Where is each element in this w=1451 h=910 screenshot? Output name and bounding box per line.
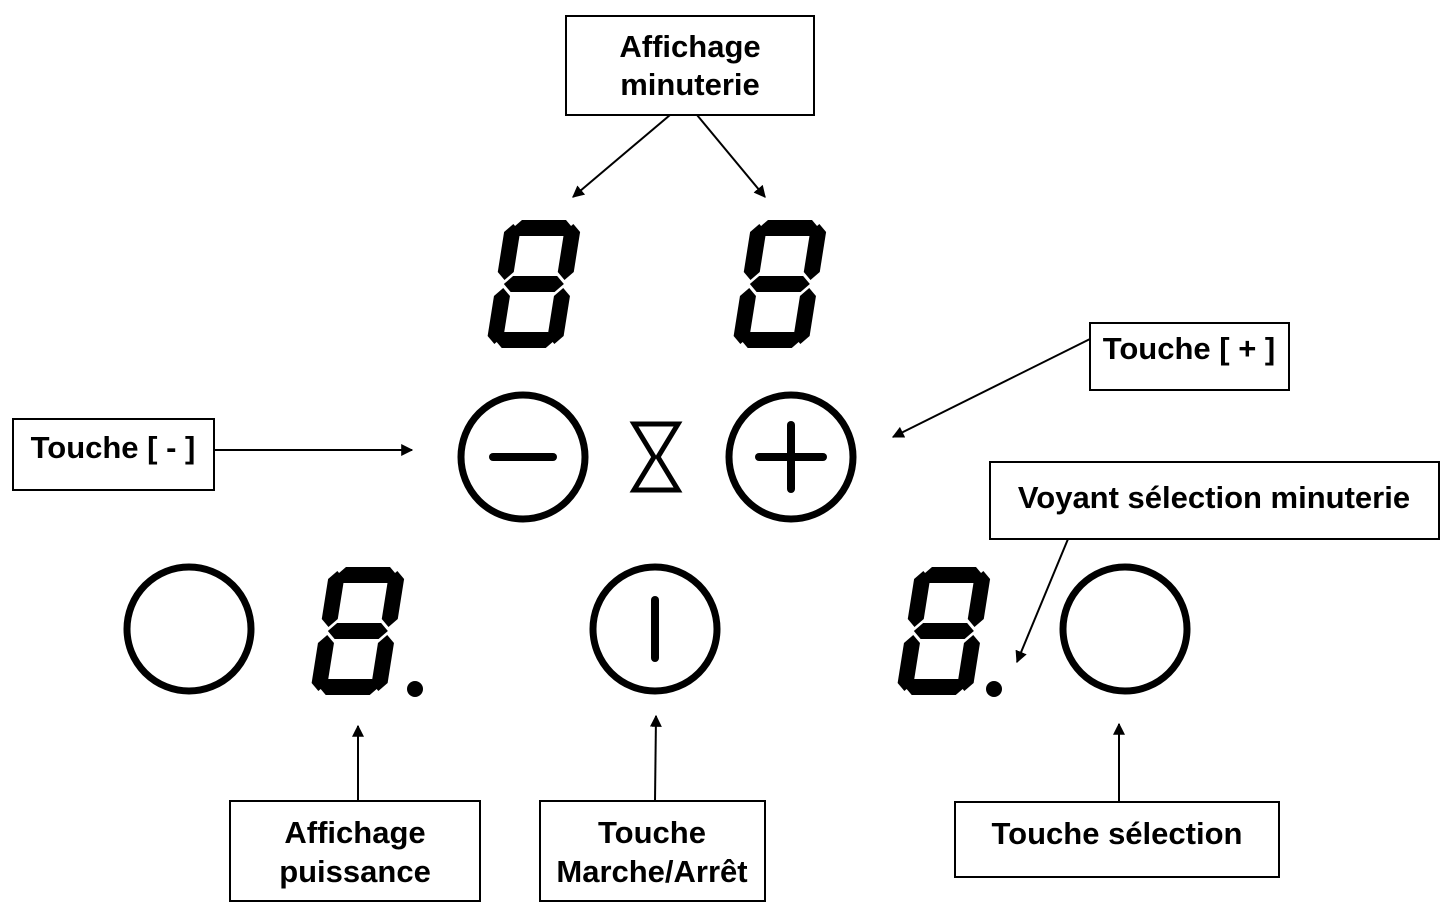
power-display-label: Affichage puissance: [229, 800, 481, 902]
right-zone-digit: [895, 567, 992, 695]
power-decimal-dot: [407, 681, 423, 697]
power-display-label-line2: puissance: [279, 854, 431, 889]
plus-button[interactable]: [725, 391, 857, 523]
arrow-on-off: [649, 714, 662, 802]
select-button[interactable]: [1059, 563, 1191, 695]
power-digit: [309, 567, 406, 695]
on-off-key-label-line1: Touche: [598, 815, 706, 850]
plus-key-label-text: Touche [ + ]: [1103, 331, 1276, 366]
plus-key-label: Touche [ + ]: [1089, 322, 1290, 391]
minus-key-label-text: Touche [ - ]: [31, 430, 196, 465]
plus-icon: [755, 421, 827, 493]
select-key-label-text: Touche sélection: [992, 816, 1243, 851]
timer-display-label: Affichage minuterie: [565, 15, 815, 116]
left-zone-key[interactable]: [123, 563, 255, 695]
timer-display-label-line1: Affichage: [619, 29, 760, 64]
on-off-key-label: Touche Marche/Arrêt: [539, 800, 766, 902]
timer-digit-right: [731, 220, 828, 348]
timer-select-led: [986, 681, 1002, 697]
timer-digit-left: [485, 220, 582, 348]
timer-select-led-label: Voyant sélection minuterie: [989, 461, 1440, 540]
minus-button[interactable]: [457, 391, 589, 523]
arrow-plus: [891, 338, 1091, 438]
timer-select-led-label-text: Voyant sélection minuterie: [1018, 480, 1410, 515]
arrow-timer-right: [696, 114, 766, 198]
select-key-label: Touche sélection: [954, 801, 1280, 878]
arrow-timer-select-led: [1015, 538, 1069, 664]
timer-display-label-line2: minuterie: [620, 67, 760, 102]
hourglass-icon: [629, 421, 683, 493]
arrow-timer-left: [572, 114, 671, 198]
on-off-button[interactable]: [589, 563, 721, 695]
minus-key-label: Touche [ - ]: [12, 418, 215, 491]
power-display-label-line1: Affichage: [284, 815, 425, 850]
on-off-key-label-line2: Marche/Arrêt: [556, 854, 747, 889]
